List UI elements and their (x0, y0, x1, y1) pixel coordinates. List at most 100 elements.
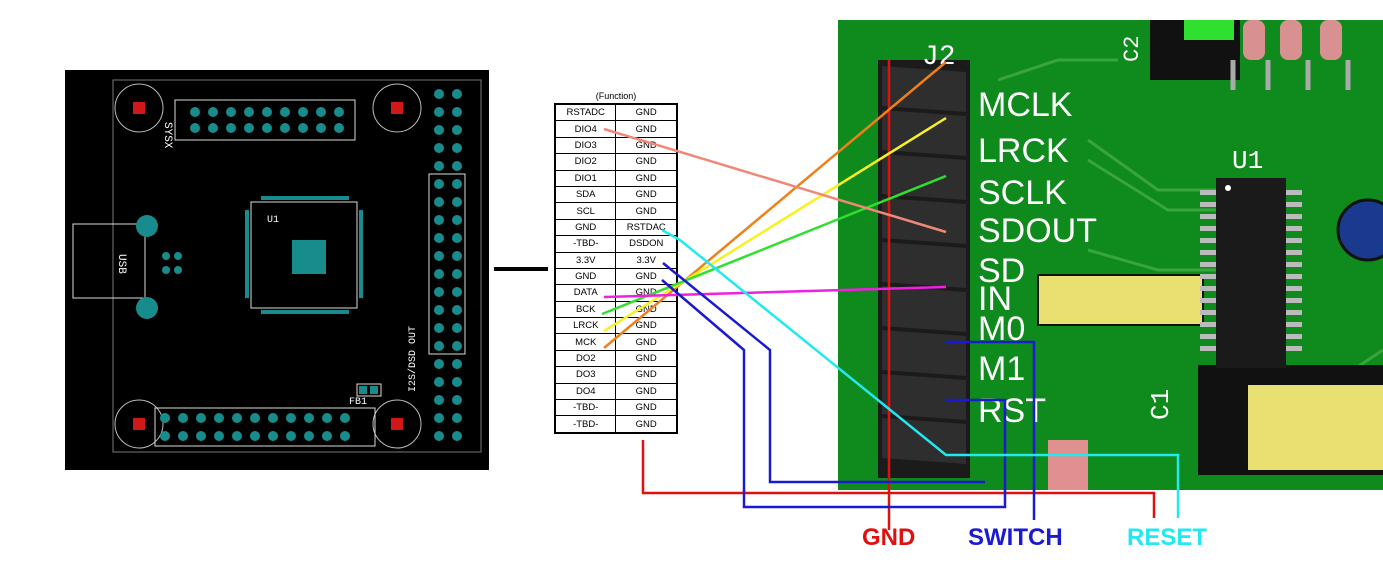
green-part (1184, 20, 1234, 40)
pin-label-lrck: LRCK (978, 132, 1069, 170)
yellow-capacitor (1037, 274, 1204, 326)
pin-label-rst: RST (978, 392, 1046, 430)
pinout-cell-left: GND (554, 267, 617, 286)
pinout-cell-left: MCK (554, 333, 617, 351)
pinout-cell-left: DIO1 (554, 169, 617, 187)
pinout-row: -TBD-GND (554, 399, 678, 417)
u1-ic-label: U1 (1232, 146, 1263, 176)
c1-label: C1 (1146, 389, 1176, 420)
pinout-cell-left: -TBD- (554, 415, 617, 434)
legend-reset: RESET (1127, 524, 1207, 551)
pinout-cell-right: DSDON (615, 235, 678, 253)
pinout-cell-left: -TBD- (554, 399, 617, 417)
pinout-cell-right: GND (615, 267, 678, 286)
electrolytic-cap (1336, 198, 1383, 262)
legend-switch: SWITCH (968, 524, 1063, 551)
sysx-label: SYSX (161, 122, 173, 149)
pinout-cell-right: GND (615, 153, 678, 171)
pinout-cell-left: DO3 (554, 366, 617, 384)
i2s-pads (434, 89, 462, 441)
pinout-cell-right: GND (615, 136, 678, 155)
fb1-component (356, 383, 382, 397)
sysx-header (174, 99, 356, 141)
pinout-cell-left: DO4 (554, 382, 617, 401)
pinout-cell-right: GND (615, 284, 678, 302)
pinout-row: -TBD-DSDON (554, 235, 678, 253)
pin-label-m0: M0 (978, 310, 1025, 348)
mounting-hole (114, 399, 164, 449)
fb1-label: FB1 (349, 397, 367, 408)
u1-chip (250, 201, 358, 309)
pinout-cell-right: GND (615, 349, 678, 368)
pinout-cell-left: SDA (554, 185, 617, 204)
pinout-caption: (Function) (595, 91, 637, 101)
pin-label-sclk: SCLK (978, 174, 1067, 212)
pinout-cell-right: GND (615, 202, 678, 220)
i2s-header (428, 173, 466, 355)
header-label: J2 (922, 42, 956, 73)
bottom-header (154, 407, 376, 447)
mounting-hole (372, 399, 422, 449)
pinout-cell-left: RSTADC (554, 103, 617, 122)
u1-label: U1 (267, 215, 279, 226)
dac-board-photo: J2 MCLK LRCK SCLK SDOUT SD IN M0 M1 RST … (838, 20, 1383, 490)
pinout-cell-left: LRCK (554, 317, 617, 335)
i2s-label: I2S/DSD OUT (407, 326, 419, 392)
pinout-cell-right: RSTDAC (615, 218, 678, 237)
pinout-cell-right: GND (615, 185, 678, 204)
usb-label: USB (115, 254, 127, 274)
pin-label-m1: M1 (978, 350, 1025, 388)
capacitor-c1-body (1248, 385, 1383, 470)
pinout-cell-left: BCK (554, 300, 617, 319)
pinout-row: -TBD-GND (554, 415, 678, 434)
bottom-resistor (1048, 440, 1088, 490)
pinout-cell-left: DIO4 (554, 120, 617, 138)
pinout-cell-left: DIO3 (554, 136, 617, 155)
pinout-cell-right: GND (615, 300, 678, 319)
pinout-cell-left: DATA (554, 284, 617, 302)
pinout-cell-left: DO2 (554, 349, 617, 368)
c2-label: C2 (1120, 36, 1145, 62)
pinout-cell-right: GND (615, 169, 678, 187)
header-pin-bodies (882, 66, 966, 464)
pinout-cell-right: GND (615, 415, 678, 434)
legend-gnd: GND (862, 524, 915, 551)
pcb-layout-image: SYSX USB U1 I2S/DSD OUT FB1 (65, 70, 489, 470)
pinout-cell-left: DIO2 (554, 153, 617, 171)
pinout-cell-right: GND (615, 120, 678, 138)
mounting-hole (114, 83, 164, 133)
mounting-hole (372, 83, 422, 133)
usb-connector (72, 223, 146, 299)
resistors (1243, 20, 1342, 60)
sysx-pads (190, 107, 344, 133)
pinout-cell-right: GND (615, 317, 678, 335)
pinout-cell-right: GND (615, 399, 678, 417)
pinout-cell-right: GND (615, 103, 678, 122)
pinout-cell-right: GND (615, 366, 678, 384)
dac-board-drawing: J2 MCLK LRCK SCLK SDOUT SD IN M0 M1 RST … (878, 20, 1383, 490)
pcb-layout-drawing: SYSX USB U1 I2S/DSD OUT FB1 (72, 79, 482, 453)
pinout-cell-left: 3.3V (554, 251, 617, 269)
pinout-cell-left: -TBD- (554, 235, 617, 253)
ic-legs (1200, 190, 1302, 351)
resistor-leads (1230, 60, 1351, 90)
pinout-cell-right: 3.3V (615, 251, 678, 269)
